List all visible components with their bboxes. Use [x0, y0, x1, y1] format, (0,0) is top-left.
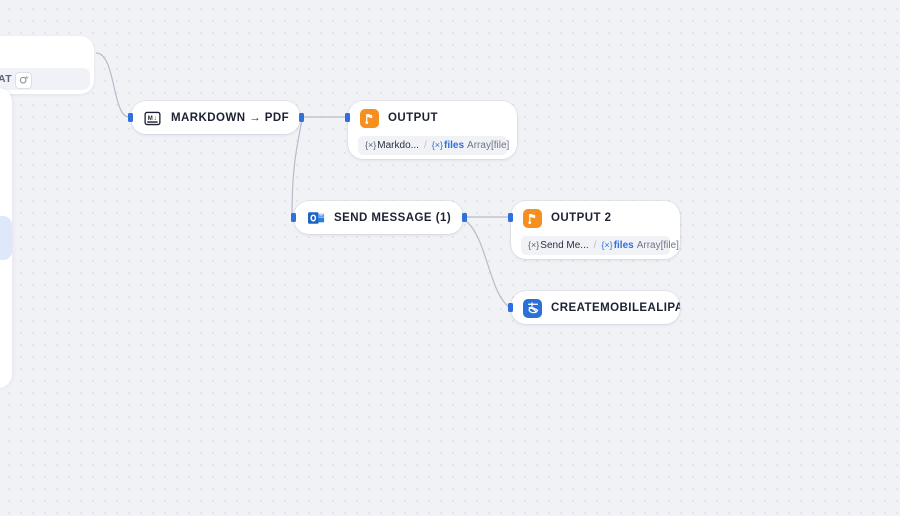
node-body: {×} Markdo... / {×} files Array[file] [348, 135, 517, 159]
node-markdown-pdf[interactable]: M ↓ MARKDOWN → PDF [131, 101, 300, 134]
node-create-mobile-alipay-payment[interactable]: CREATEMOBILEALIPAYPAYMENT [511, 291, 680, 324]
node-header: CREATEMOBILEALIPAYPAYMENT [511, 291, 680, 324]
node-header: OUTPUT [348, 101, 517, 135]
outlook-glyph [307, 212, 324, 224]
markdown-glyph: M ↓ [144, 111, 161, 125]
pill-separator: / [593, 239, 597, 251]
output-mapping-pill[interactable]: {×} Markdo... / {×} files Array[file] [358, 135, 510, 155]
outlook-icon [306, 208, 325, 228]
node-output-2[interactable]: OUTPUT 2 {×} Send Me... / {×} files Arra… [511, 201, 680, 259]
node-title: SEND MESSAGE (1) [334, 212, 452, 224]
node-title: MARKDOWN → PDF [171, 112, 290, 124]
port-in-send-message[interactable] [291, 213, 296, 222]
port-in-output[interactable] [345, 113, 350, 122]
alipay-icon [523, 298, 542, 318]
output-flag-glyph [365, 113, 373, 124]
pill-separator: / [423, 139, 427, 151]
pill-source: Send Me... [540, 239, 589, 251]
node-header: SEND MESSAGE (1) [294, 201, 463, 234]
svg-text:M: M [148, 115, 153, 121]
output-mapping-pill[interactable]: {×} Send Me... / {×} files Array[file] [521, 235, 679, 255]
node-title: OUTPUT [388, 112, 438, 124]
node-send-message[interactable]: SEND MESSAGE (1) [294, 201, 463, 234]
field-brace-icon: {×} [601, 240, 613, 250]
pill-type: Array[file] [467, 139, 510, 151]
left-panel-handle-chip[interactable] [0, 216, 12, 260]
output-flag-icon [523, 208, 542, 228]
output-flag-icon [360, 108, 379, 128]
sparkle-wand-icon[interactable] [15, 72, 32, 89]
port-out-send-message[interactable] [462, 213, 467, 222]
sparkle-wand-glyph [19, 75, 28, 83]
pill-field: files [444, 139, 465, 151]
left-card-input-field[interactable] [0, 68, 90, 90]
alipay-glyph [527, 302, 538, 314]
port-in-create-mobile-alipay-payment[interactable] [508, 303, 513, 312]
pill-source: Markdo... [377, 139, 419, 151]
node-body: {×} Send Me... / {×} files Array[file] [511, 235, 680, 259]
pill-field: files [613, 239, 634, 251]
node-title: OUTPUT 2 [551, 212, 612, 224]
source-brace-icon: {×} [365, 140, 377, 150]
node-output[interactable]: OUTPUT {×} Markdo... / {×} files Array[f… [348, 101, 517, 159]
output-flag-glyph [528, 213, 536, 224]
left-card-field-label: AT [0, 73, 13, 85]
node-header: M ↓ MARKDOWN → PDF [131, 101, 300, 134]
source-brace-icon: {×} [528, 240, 540, 250]
field-brace-icon: {×} [431, 140, 444, 150]
port-out-markdown-pdf[interactable] [299, 113, 304, 122]
node-header: OUTPUT 2 [511, 201, 680, 235]
node-title: CREATEMOBILEALIPAYPAYMENT [551, 302, 680, 314]
markdown-icon: M ↓ [143, 108, 162, 128]
svg-text:↓: ↓ [153, 115, 156, 122]
port-in-output-2[interactable] [508, 213, 513, 222]
pill-type: Array[file] [636, 239, 679, 251]
port-in-markdown-pdf[interactable] [128, 113, 133, 122]
